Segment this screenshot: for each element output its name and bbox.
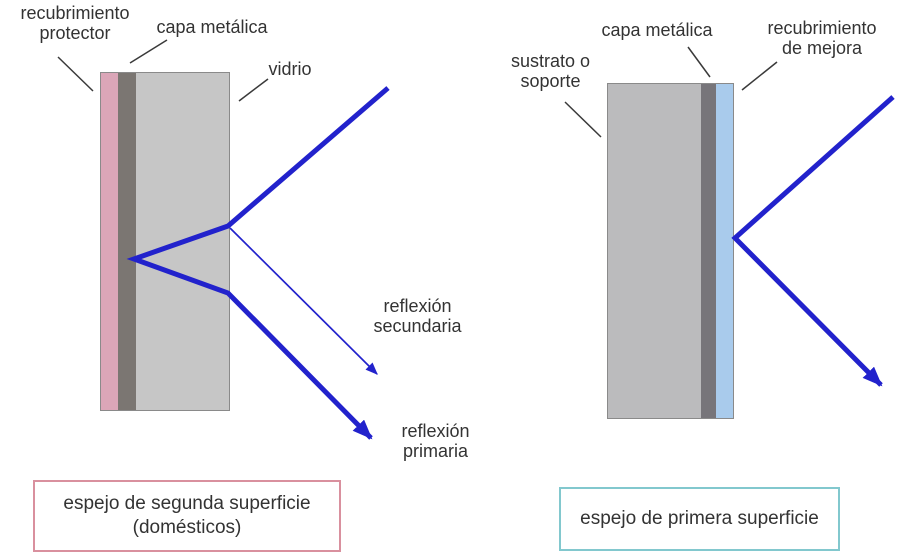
metal-layer-right [701,84,716,418]
label-secondary-reflection: reflexión secundaria [373,296,462,336]
enhancement-coating-layer [716,84,733,418]
label-glass: vidrio [268,59,312,79]
secondary-reflection-ray [229,227,378,375]
caption-first-surface-mirror: espejo de primera superficie [559,487,840,551]
substrate-layer [608,84,701,418]
first-surface-mirror-block [607,83,734,419]
pointer-protective-coating [57,56,94,92]
caption-second-surface-mirror: espejo de segunda superficie (domésticos… [33,480,341,552]
label-protective-coating: recubrimiento protector [20,3,130,43]
pointer-substrate [564,101,602,138]
protective-coating-layer [101,73,118,410]
label-primary-reflection: reflexión primaria [401,421,470,461]
label-metal-layer-right: capa metálica [601,20,713,40]
first-surface-reflection-ray [731,95,895,387]
caption-first-surface-text: espejo de primera superficie [580,508,819,529]
pointer-metal-layer-left [129,39,168,64]
glass-layer [136,73,229,410]
label-enhancement-coating: recubrimiento de mejora [767,18,877,58]
pointer-enhancement-coating [741,61,778,91]
metal-layer-left [118,73,136,410]
pointer-glass [238,78,269,102]
pointer-metal-layer-right [687,46,711,78]
label-metal-layer-left: capa metálica [156,17,268,37]
second-surface-mirror-block [100,72,230,411]
label-substrate: sustrato o soporte [510,51,591,91]
caption-second-surface-text: espejo de segunda superficie (domésticos… [63,493,311,538]
